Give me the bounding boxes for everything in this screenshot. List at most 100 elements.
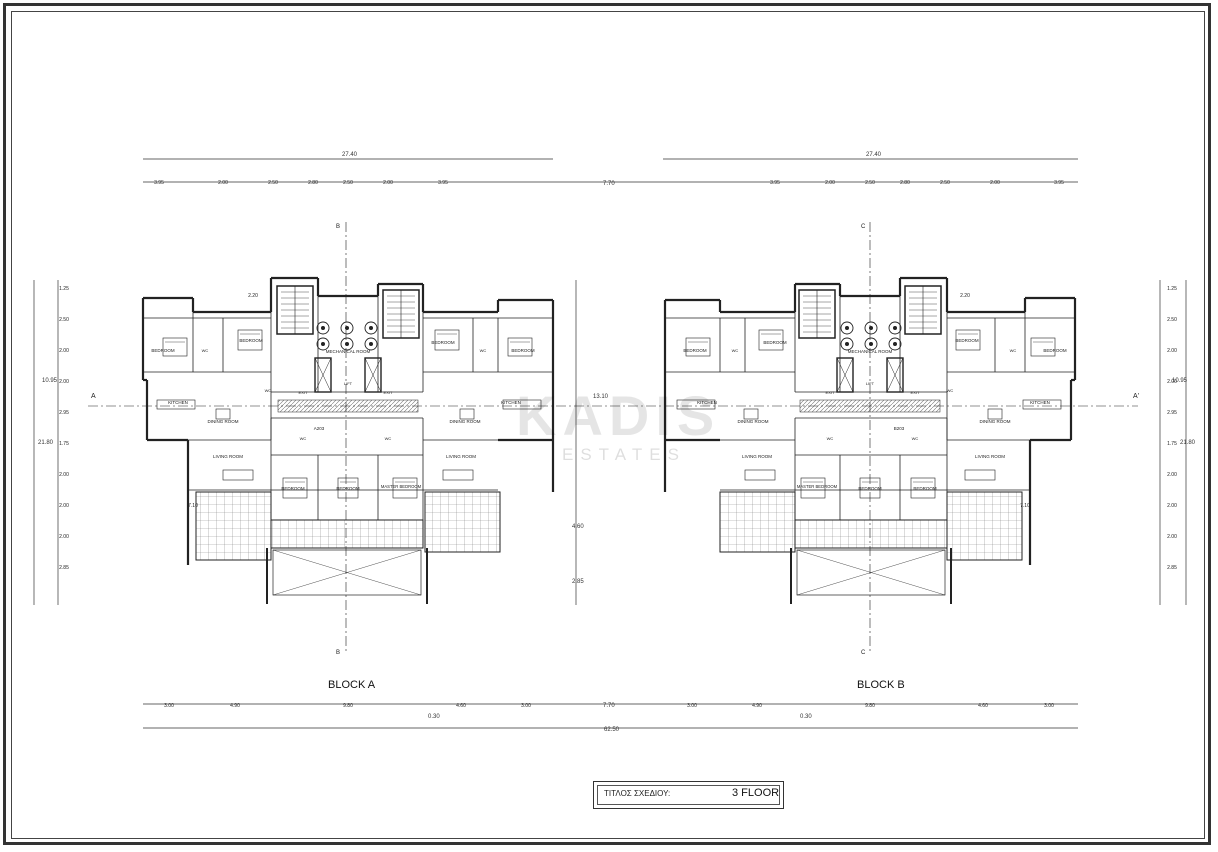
room-label-master: MASTER BEDROOM [381, 484, 422, 489]
dim-balcony: 7.10 [1020, 503, 1030, 509]
room-label-wc: WC [827, 436, 834, 441]
dim-side-chain: 2.85 [59, 565, 69, 571]
lift-label: LIFT [344, 381, 353, 386]
dim-lift: 2.20 [960, 293, 970, 299]
mechanical-unit-core [845, 326, 849, 330]
room-label-living: LIVING ROOM [742, 454, 772, 459]
mechanical-unit-circle [364, 321, 378, 335]
room-label-bedroom: BEDROOM [913, 486, 937, 491]
balcony-tiled-center [270, 519, 424, 549]
section-mark-b-bottom: B [336, 650, 340, 656]
dim-side-chain: 2.00 [59, 379, 69, 385]
room-label-exit: EXIT [826, 390, 835, 395]
sofa [744, 469, 776, 481]
dim-side-chain: 2.00 [1167, 348, 1177, 354]
room-label-kitchen: KITCHEN [697, 400, 717, 405]
room-label-wc: WC [385, 436, 392, 441]
dining-table [215, 408, 231, 420]
mechanical-unit-circle [864, 337, 878, 351]
lift-cross [886, 357, 904, 393]
bed [434, 329, 460, 351]
dim-bottom-chain: 4.90 [230, 703, 240, 709]
dim-side-chain: 2.00 [1167, 379, 1177, 385]
lift-shaft [364, 357, 382, 393]
sofa [222, 469, 254, 481]
room-label-bedroom: BEDROOM [763, 340, 787, 345]
lift-shaft [836, 357, 854, 393]
lift-cross [836, 357, 854, 393]
mechanical-unit-core [869, 326, 873, 330]
sofa [964, 469, 996, 481]
bed [1030, 337, 1056, 357]
dim-side-chain: 2.00 [59, 472, 69, 478]
room-label-bedroom: BEDROOM [955, 338, 979, 343]
entrance-canopy [796, 549, 946, 596]
dim-top-chain: 2.80 [900, 180, 910, 186]
dim-side-chain: 2.50 [1167, 317, 1177, 323]
dim-side-chain: 2.50 [59, 317, 69, 323]
axis-mark-a: A [91, 393, 96, 400]
dim-half-left: 10.95 [42, 378, 58, 384]
room-label-master: MASTER BEDROOM [797, 484, 838, 489]
bed [392, 477, 418, 499]
dim-top-chain: 3.95 [770, 180, 780, 186]
room-label-bedroom: BEDROOM [683, 348, 707, 353]
watermark-sub: ESTATES [562, 445, 686, 464]
room-label-bedroom: BEDROOM [336, 486, 360, 491]
entrance-canopy [272, 549, 422, 596]
mechanical-unit-circle [316, 337, 330, 351]
dim-side-chain: 2.95 [59, 410, 69, 416]
dim-top-chain: 2.00 [218, 180, 228, 186]
dim-side-chain: 2.00 [1167, 503, 1177, 509]
dim-side-chain: 2.85 [1167, 565, 1177, 571]
mechanical-unit-core [845, 342, 849, 346]
room-label-kitchen: KITCHEN [501, 400, 521, 405]
dim-half-right: 10.95 [1172, 378, 1188, 384]
mechanical-unit-circle [888, 337, 902, 351]
bed [910, 477, 936, 499]
room-label-bedroom: BEDROOM [151, 348, 175, 353]
canopy-diagonal [272, 549, 422, 596]
section-mark-c-top: C [861, 224, 866, 230]
mechanical-unit-core [369, 342, 373, 346]
dim-side-chain: 1.75 [1167, 441, 1177, 447]
dim-height-left: 21.80 [38, 440, 54, 446]
bed [758, 329, 784, 351]
bed [685, 337, 711, 357]
bed [282, 477, 308, 499]
kitchen-counter [1022, 399, 1062, 410]
dim-bottom-chain: 3.00 [687, 703, 697, 709]
room-label-exit: EXIT [911, 390, 920, 395]
room-label-dining: DINING ROOM [450, 419, 481, 424]
drawing-frame-outer [3, 3, 1211, 845]
dim-top-chain: 2.80 [308, 180, 318, 186]
kitchen-counter [676, 399, 716, 410]
bottom-dimension-lines [143, 703, 1078, 729]
block-b-label: BLOCK B [857, 679, 905, 691]
room-label-exit: EXIT [384, 390, 393, 395]
dim-offset-a: 0.30 [428, 714, 440, 720]
dim-top-chain: 2.50 [865, 180, 875, 186]
room-label-bedroom: BEDROOM [511, 348, 535, 353]
kitchen-counter [156, 399, 196, 410]
mechanical-unit-core [345, 326, 349, 330]
room-label-wc: WC [912, 436, 919, 441]
dim-balcony: 7.10 [188, 503, 198, 509]
title-block: ΤΙΤΛΟΣ ΣΧΕΔΙΟΥ: 3 FLOOR [593, 781, 784, 809]
balcony-tiled-right [719, 491, 796, 553]
mechanical-unit-circle [840, 337, 854, 351]
mechanical-unit-circle [864, 321, 878, 335]
bed [800, 477, 826, 499]
lift-shaft [314, 357, 332, 393]
room-label-wc: WC [480, 348, 487, 353]
dim-side-chain: 2.00 [1167, 534, 1177, 540]
dim-top-chain: 2.00 [990, 180, 1000, 186]
mechanical-unit-core [321, 326, 325, 330]
balcony-tiled-right [424, 491, 501, 553]
room-label-bedroom: BEDROOM [281, 486, 305, 491]
section-mark-b-top: B [336, 224, 340, 230]
dim-bottom-chain: 4.60 [456, 703, 466, 709]
dim-bottom-chain: 9.80 [343, 703, 353, 709]
dim-height-right: 21.80 [1180, 440, 1196, 446]
dim-top-chain: 2.50 [343, 180, 353, 186]
